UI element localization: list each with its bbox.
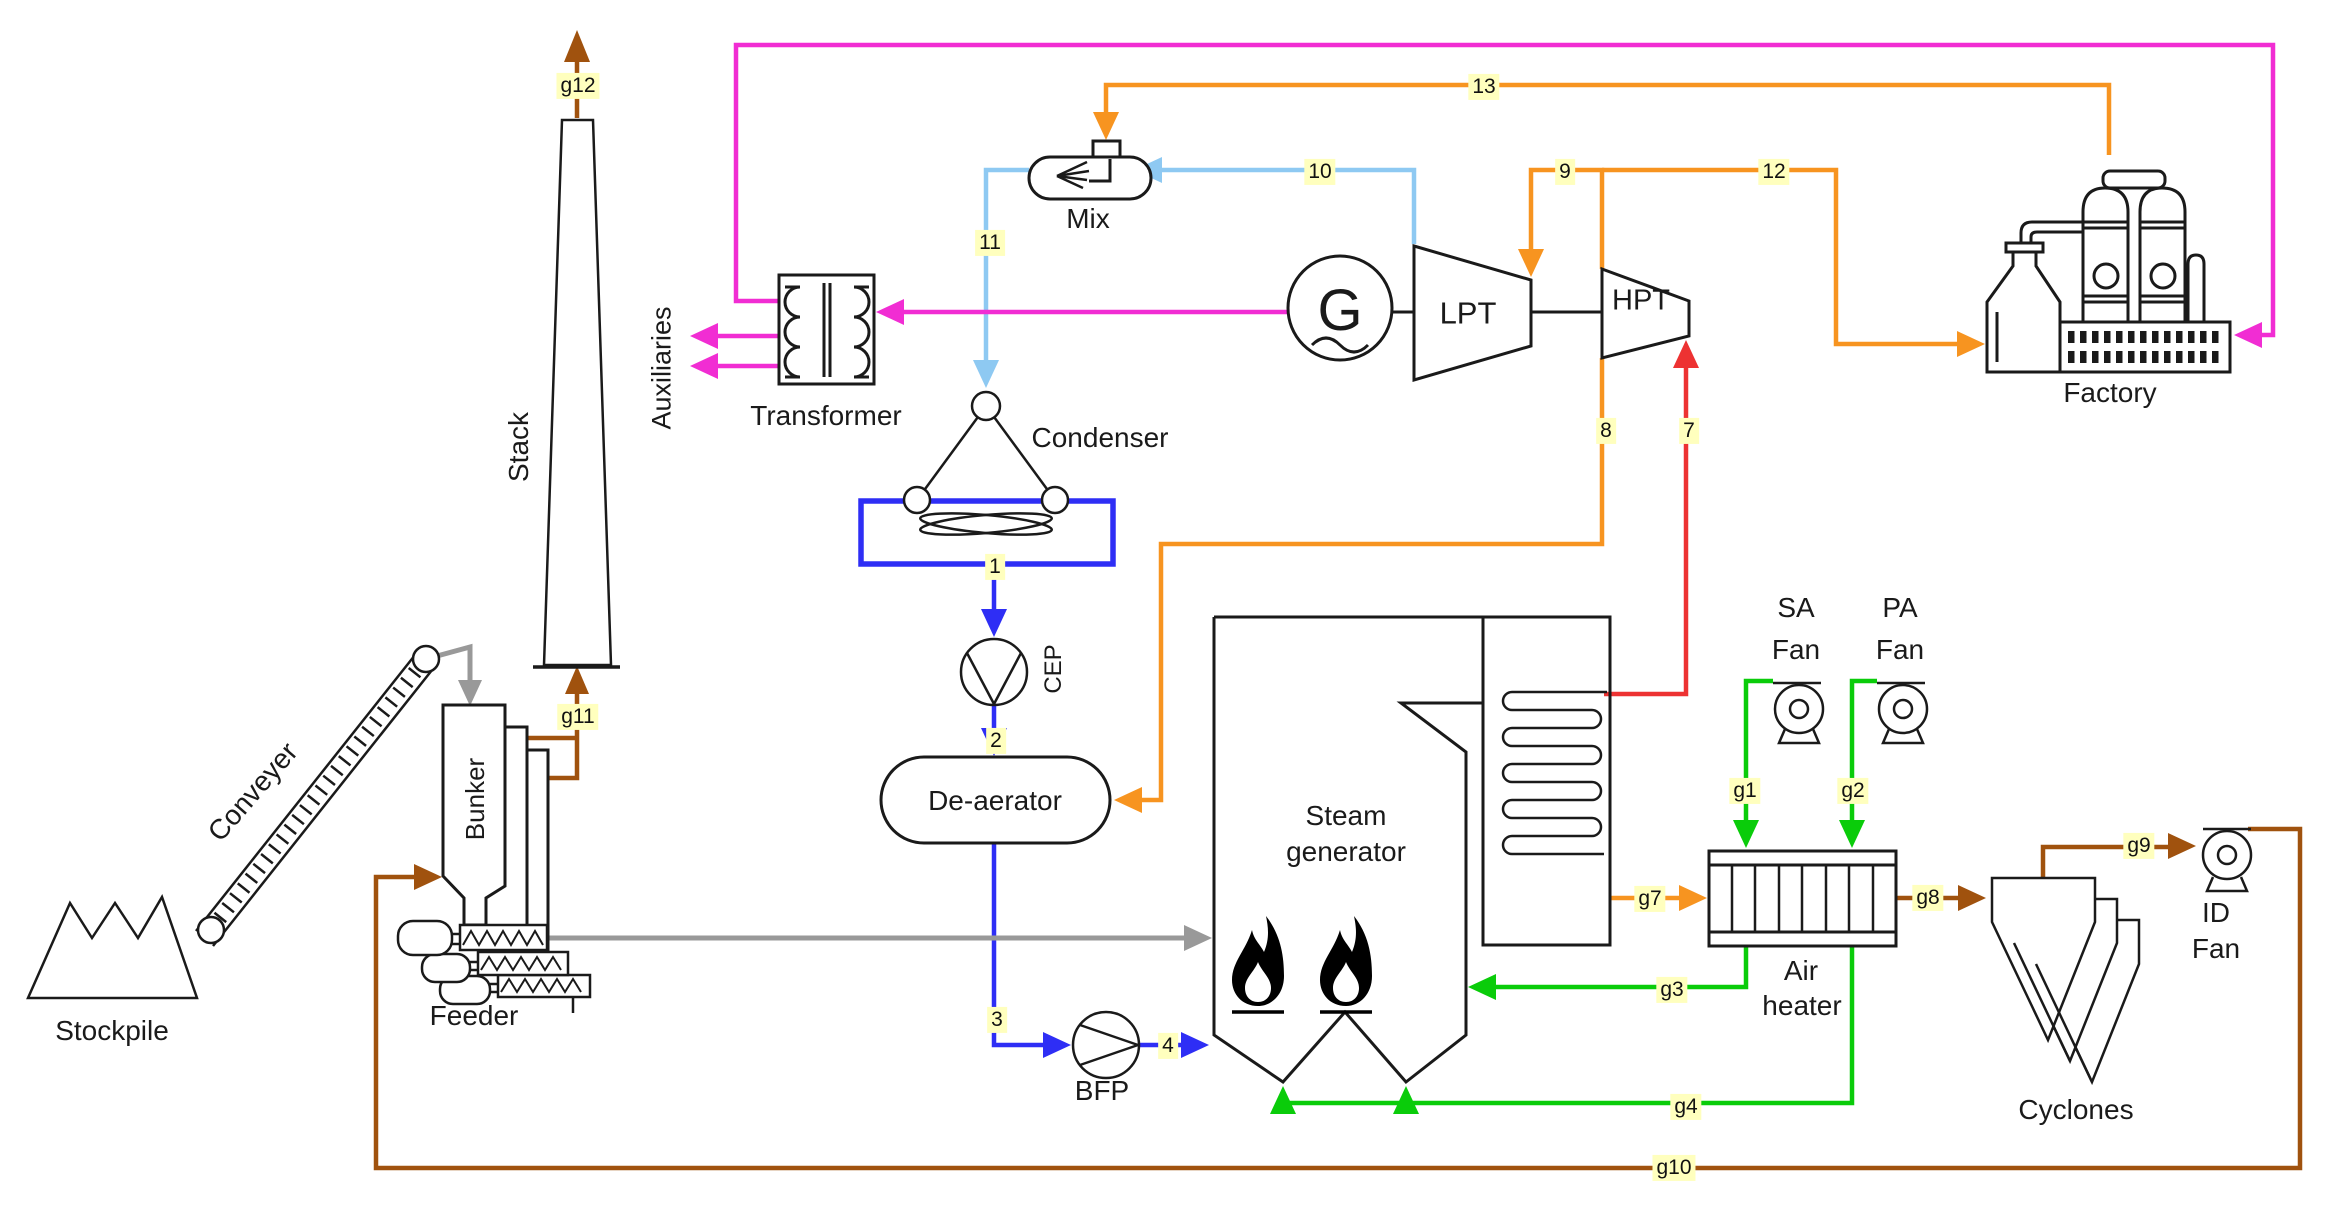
stream-label-1: 1 xyxy=(985,553,1005,581)
stream-label-8: 8 xyxy=(1596,417,1616,445)
generator-icon xyxy=(1286,254,1602,362)
brown-arrowheads xyxy=(414,30,2196,911)
gray-arrowheads xyxy=(458,680,1212,951)
transformer-icon xyxy=(777,273,876,386)
label-lpt: LPT xyxy=(1439,295,1497,331)
flame-icon xyxy=(1232,916,1372,1014)
feeder-icon xyxy=(396,919,592,1013)
stream-line-coal xyxy=(425,643,1198,941)
label-stockpile: Stockpile xyxy=(55,1015,169,1046)
mix-icon xyxy=(1027,139,1153,201)
stream-label-9: 9 xyxy=(1555,158,1575,186)
stream-label-g2: g2 xyxy=(1837,777,1869,805)
hpt-turbine-icon xyxy=(1600,266,1691,360)
stream-line-8-9-12-13-g7 xyxy=(1103,82,2112,901)
stream-label-g8: g8 xyxy=(1912,884,1944,912)
red-arrowhead xyxy=(1673,340,1699,368)
lpt-turbine-icon xyxy=(1412,244,1533,382)
stream-label-2: 2 xyxy=(986,727,1006,755)
stream-label-7: 7 xyxy=(1679,417,1699,445)
pa-fan-icon xyxy=(1877,681,1929,745)
stream-label-3: 3 xyxy=(987,1006,1007,1034)
factory-icon xyxy=(1985,169,2232,374)
stream-label-10: 10 xyxy=(1304,158,1336,186)
label-pa-fan-2: Fan xyxy=(1875,634,1925,665)
stream-label-12: 12 xyxy=(1758,158,1790,186)
label-hpt: HPT xyxy=(1612,284,1670,317)
deaerator-icon xyxy=(879,755,1112,845)
label-transformer: Transformer xyxy=(750,400,902,431)
air-heater-icon xyxy=(1707,849,1898,948)
label-cep: CEP xyxy=(1040,644,1067,694)
cep-pump-icon xyxy=(959,637,1029,707)
stream-label-g3: g3 xyxy=(1656,976,1688,1004)
label-stack: Stack xyxy=(503,411,534,483)
label-pa-fan-1: PA xyxy=(1882,592,1918,623)
stream-line-electricity xyxy=(718,42,2276,369)
cyclones-icon xyxy=(1990,876,2141,1086)
id-fan-icon xyxy=(2201,827,2253,893)
stream-label-g11: g11 xyxy=(557,703,599,731)
stream-label-g4: g4 xyxy=(1670,1093,1702,1121)
stream-label-g7: g7 xyxy=(1634,885,1666,913)
magenta-arrowheads xyxy=(690,299,2262,379)
label-deaerator: De-aerator xyxy=(928,785,1062,816)
stream-line-10-11 xyxy=(983,167,1417,360)
stream-label-g10: g10 xyxy=(1652,1154,1696,1182)
bfp-pump-icon xyxy=(1071,1010,1141,1080)
label-feeder: Feeder xyxy=(429,1000,519,1031)
label-sa-fan-1: SA xyxy=(1777,592,1815,623)
green-arrowheads xyxy=(1270,820,1865,1114)
label-cyclones: Cyclones xyxy=(2018,1094,2134,1125)
stream-label-g1: g1 xyxy=(1729,777,1761,805)
label-air-heater-2: heater xyxy=(1762,990,1842,1021)
label-factory: Factory xyxy=(2063,377,2157,408)
stockpile-icon xyxy=(26,894,199,1000)
sa-fan-icon xyxy=(1773,681,1825,745)
orange-arrowheads xyxy=(1093,112,1985,911)
stream-label-4: 4 xyxy=(1158,1032,1178,1060)
label-condenser: Condenser xyxy=(1031,422,1169,453)
stream-line-7 xyxy=(1604,368,1689,697)
label-sa-fan-2: Fan xyxy=(1771,634,1821,665)
label-steam-generator-1: Steam xyxy=(1305,800,1387,831)
conveyor-icon xyxy=(195,644,441,947)
label-bunker: Bunker xyxy=(460,757,490,841)
label-id-fan-1: ID xyxy=(2202,897,2230,928)
stream-label-11: 11 xyxy=(975,229,1005,257)
label-bfp: BFP xyxy=(1074,1075,1130,1106)
label-auxiliaries: Auxiliaries xyxy=(646,306,677,430)
label-mix: Mix xyxy=(1066,203,1110,234)
stack-icon xyxy=(533,118,620,669)
label-steam-generator-2: generator xyxy=(1286,836,1406,867)
label-air-heater-1: Air xyxy=(1783,955,1819,986)
condenser-icon xyxy=(902,390,1070,536)
stream-label-g12: g12 xyxy=(556,72,600,100)
label-generator: G xyxy=(1317,278,1363,343)
stream-label-g9: g9 xyxy=(2123,832,2155,860)
stream-label-13: 13 xyxy=(1468,73,1500,101)
steam-generator-icon xyxy=(1212,615,1612,1085)
label-id-fan-2: Fan xyxy=(2191,933,2241,964)
